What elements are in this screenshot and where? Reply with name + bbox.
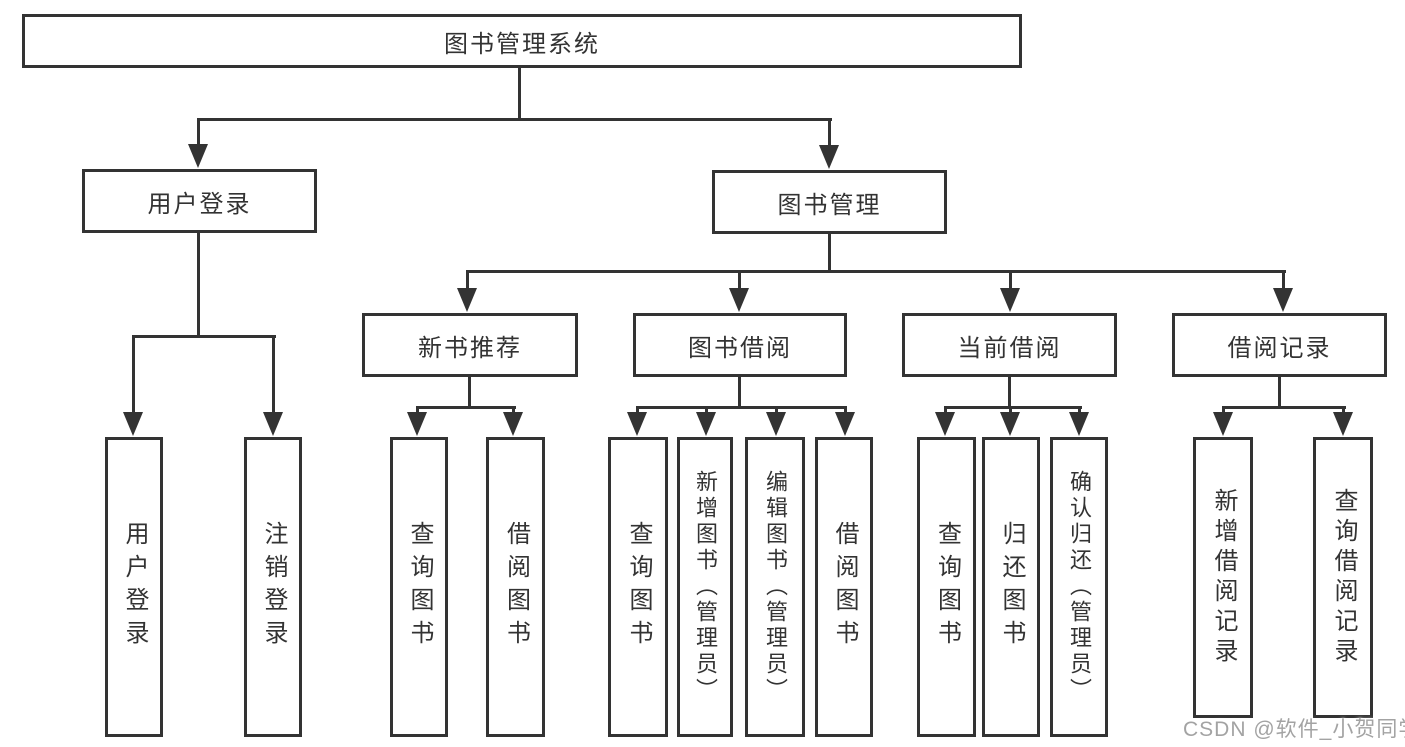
arrowhead [1000, 288, 1020, 312]
arrowhead [503, 412, 523, 436]
arrowhead [696, 412, 716, 436]
node-root: 图书管理系统 [22, 14, 1022, 68]
leaf-query-books-3: 查询图书 [917, 437, 976, 737]
connector-segment [518, 68, 521, 121]
arrowhead [1000, 412, 1020, 436]
connector-segment [132, 335, 276, 338]
connector-segment [468, 376, 471, 409]
leaf-borrow-books-1: 借阅图书 [486, 437, 545, 737]
leaf-confirm-return-admin: 确认归还（管理员） [1050, 437, 1108, 737]
connector-segment [828, 118, 831, 154]
connector-segment [738, 376, 741, 409]
arrowhead [766, 412, 786, 436]
leaf-return-books: 归还图书 [982, 437, 1040, 737]
connector-segment [197, 232, 200, 338]
node-user-login: 用户登录 [82, 169, 317, 233]
connector-segment [1278, 376, 1281, 409]
node-book-management: 图书管理 [712, 170, 947, 234]
connector-segment [944, 406, 1082, 409]
connector-segment [828, 232, 831, 273]
arrowhead [407, 412, 427, 436]
arrowhead [457, 288, 477, 312]
node-borrow-records: 借阅记录 [1172, 313, 1387, 377]
leaf-query-books-2: 查询图书 [608, 437, 668, 737]
connector-segment [1008, 376, 1011, 409]
arrowhead [188, 144, 208, 168]
connector-segment [466, 270, 1286, 273]
leaf-borrow-books-2: 借阅图书 [815, 437, 873, 737]
arrowhead [263, 412, 283, 436]
leaf-add-borrow-record: 新增借阅记录 [1193, 437, 1253, 718]
connector-segment [416, 406, 516, 409]
leaf-query-books-1: 查询图书 [390, 437, 448, 737]
connector-segment [272, 335, 275, 417]
arrowhead [819, 145, 839, 169]
connector-segment [738, 270, 741, 296]
leaf-logout: 注销登录 [244, 437, 302, 737]
arrowhead [1333, 412, 1353, 436]
arrowhead [627, 412, 647, 436]
arrowhead [729, 288, 749, 312]
connector-segment [1009, 270, 1012, 296]
connector-segment [1222, 406, 1346, 409]
node-current-borrow: 当前借阅 [902, 313, 1117, 377]
leaf-user-login: 用户登录 [105, 437, 163, 737]
arrowhead [123, 412, 143, 436]
leaf-edit-books-admin: 编辑图书（管理员） [745, 437, 805, 737]
leaf-query-borrow-record: 查询借阅记录 [1313, 437, 1373, 718]
connector-segment [466, 270, 469, 296]
connector-segment [132, 335, 135, 417]
connector-segment [197, 118, 832, 121]
connector-segment [197, 118, 200, 154]
connector-segment [636, 406, 847, 409]
connector-segment [1282, 270, 1285, 296]
arrowhead [835, 412, 855, 436]
arrowhead [1213, 412, 1233, 436]
node-book-borrow: 图书借阅 [633, 313, 847, 377]
node-new-book-recommend: 新书推荐 [362, 313, 578, 377]
arrowhead [935, 412, 955, 436]
watermark: CSDN @软件_小贺同学 [1183, 718, 1405, 741]
arrowhead [1273, 288, 1293, 312]
leaf-add-books-admin: 新增图书（管理员） [677, 437, 733, 737]
arrowhead [1069, 412, 1089, 436]
